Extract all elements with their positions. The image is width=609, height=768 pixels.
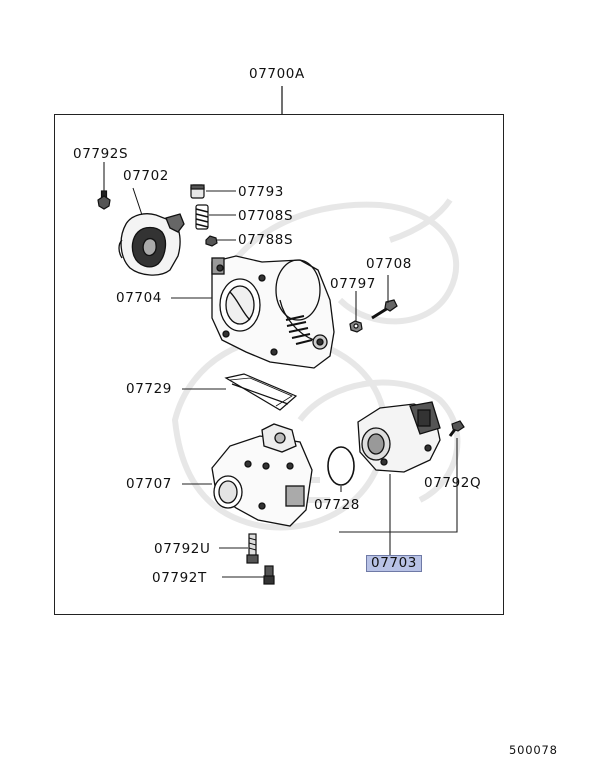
label-07707[interactable]: 07707 [126, 476, 172, 492]
bolt-07792T [263, 565, 275, 585]
clip-07788S [205, 235, 218, 247]
label-07704[interactable]: 07704 [116, 290, 162, 306]
label-07792T[interactable]: 07792T [152, 570, 207, 586]
nut-07797 [349, 320, 363, 333]
throttle-sensor-07702 [118, 187, 185, 276]
label-07703-highlighted[interactable]: 07703 [366, 555, 422, 572]
label-07702[interactable]: 07702 [123, 168, 169, 184]
gasket-07729 [224, 373, 298, 411]
screw-07792Q [448, 420, 465, 437]
bolt-07792U [246, 533, 259, 564]
label-07792Q[interactable]: 07792Q [424, 475, 482, 491]
assembly-frame [54, 114, 504, 615]
label-07793[interactable]: 07793 [238, 184, 284, 200]
label-07797[interactable]: 07797 [330, 276, 376, 292]
label-assembly[interactable]: 07700A [249, 66, 305, 82]
bolt-07792S [97, 162, 111, 210]
label-07708[interactable]: 07708 [366, 256, 412, 272]
footer-code: 500078 [509, 743, 558, 757]
throttle-body-07704 [211, 255, 335, 369]
label-07728[interactable]: 07728 [314, 497, 360, 513]
label-07792S[interactable]: 07792S [73, 146, 129, 162]
label-07792U[interactable]: 07792U [154, 541, 211, 557]
label-07788S[interactable]: 07788S [238, 232, 294, 248]
cap-07793 [190, 184, 205, 199]
idle-body-07707 [211, 423, 313, 527]
leader-lines [103, 162, 458, 578]
label-07729[interactable]: 07729 [126, 381, 172, 397]
isc-motor-07703 [357, 401, 441, 473]
spring-07708S [195, 204, 209, 230]
oring-07728 [327, 446, 355, 486]
label-07708S[interactable]: 07708S [238, 208, 294, 224]
